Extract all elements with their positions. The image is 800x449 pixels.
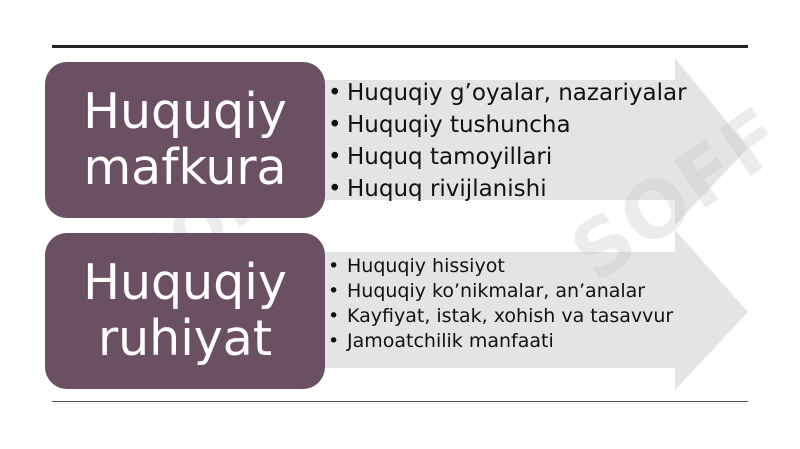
list-item: Huquq tamoyillari [328, 144, 688, 170]
list-item: Kayfiyat, istak, xohish va tasavvur [328, 305, 708, 327]
list-item: Huquq rivijlanishi [328, 176, 688, 202]
block-huquqiy-ruhiyat: Huquqiy ruhiyat [45, 233, 325, 389]
list-item: Huquqiy g’oyalar, nazariyalar [328, 80, 688, 106]
list-item: Huquqiy ko’nikmalar, an’analar [328, 280, 708, 302]
list-ruhiyat: Huquqiy hissiyot Huquqiy ko’nikmalar, an… [328, 255, 708, 355]
block-title-line2: ruhiyat [97, 310, 273, 367]
list-item: Huquqiy tushuncha [328, 112, 688, 138]
list-item: Huquqiy hissiyot [328, 255, 708, 277]
top-rule [52, 45, 748, 48]
block-title-line1: Huquqiy [83, 254, 287, 311]
list-mafkura: Huquqiy g’oyalar, nazariyalar Huquqiy tu… [328, 80, 688, 208]
block-title-line1: Huquqiy [83, 83, 287, 140]
bottom-rule [52, 401, 748, 402]
block-title-line2: mafkura [83, 139, 287, 196]
block-huquqiy-mafkura: Huquqiy mafkura [45, 62, 325, 218]
list-item: Jamoatchilik manfaati [328, 330, 708, 352]
